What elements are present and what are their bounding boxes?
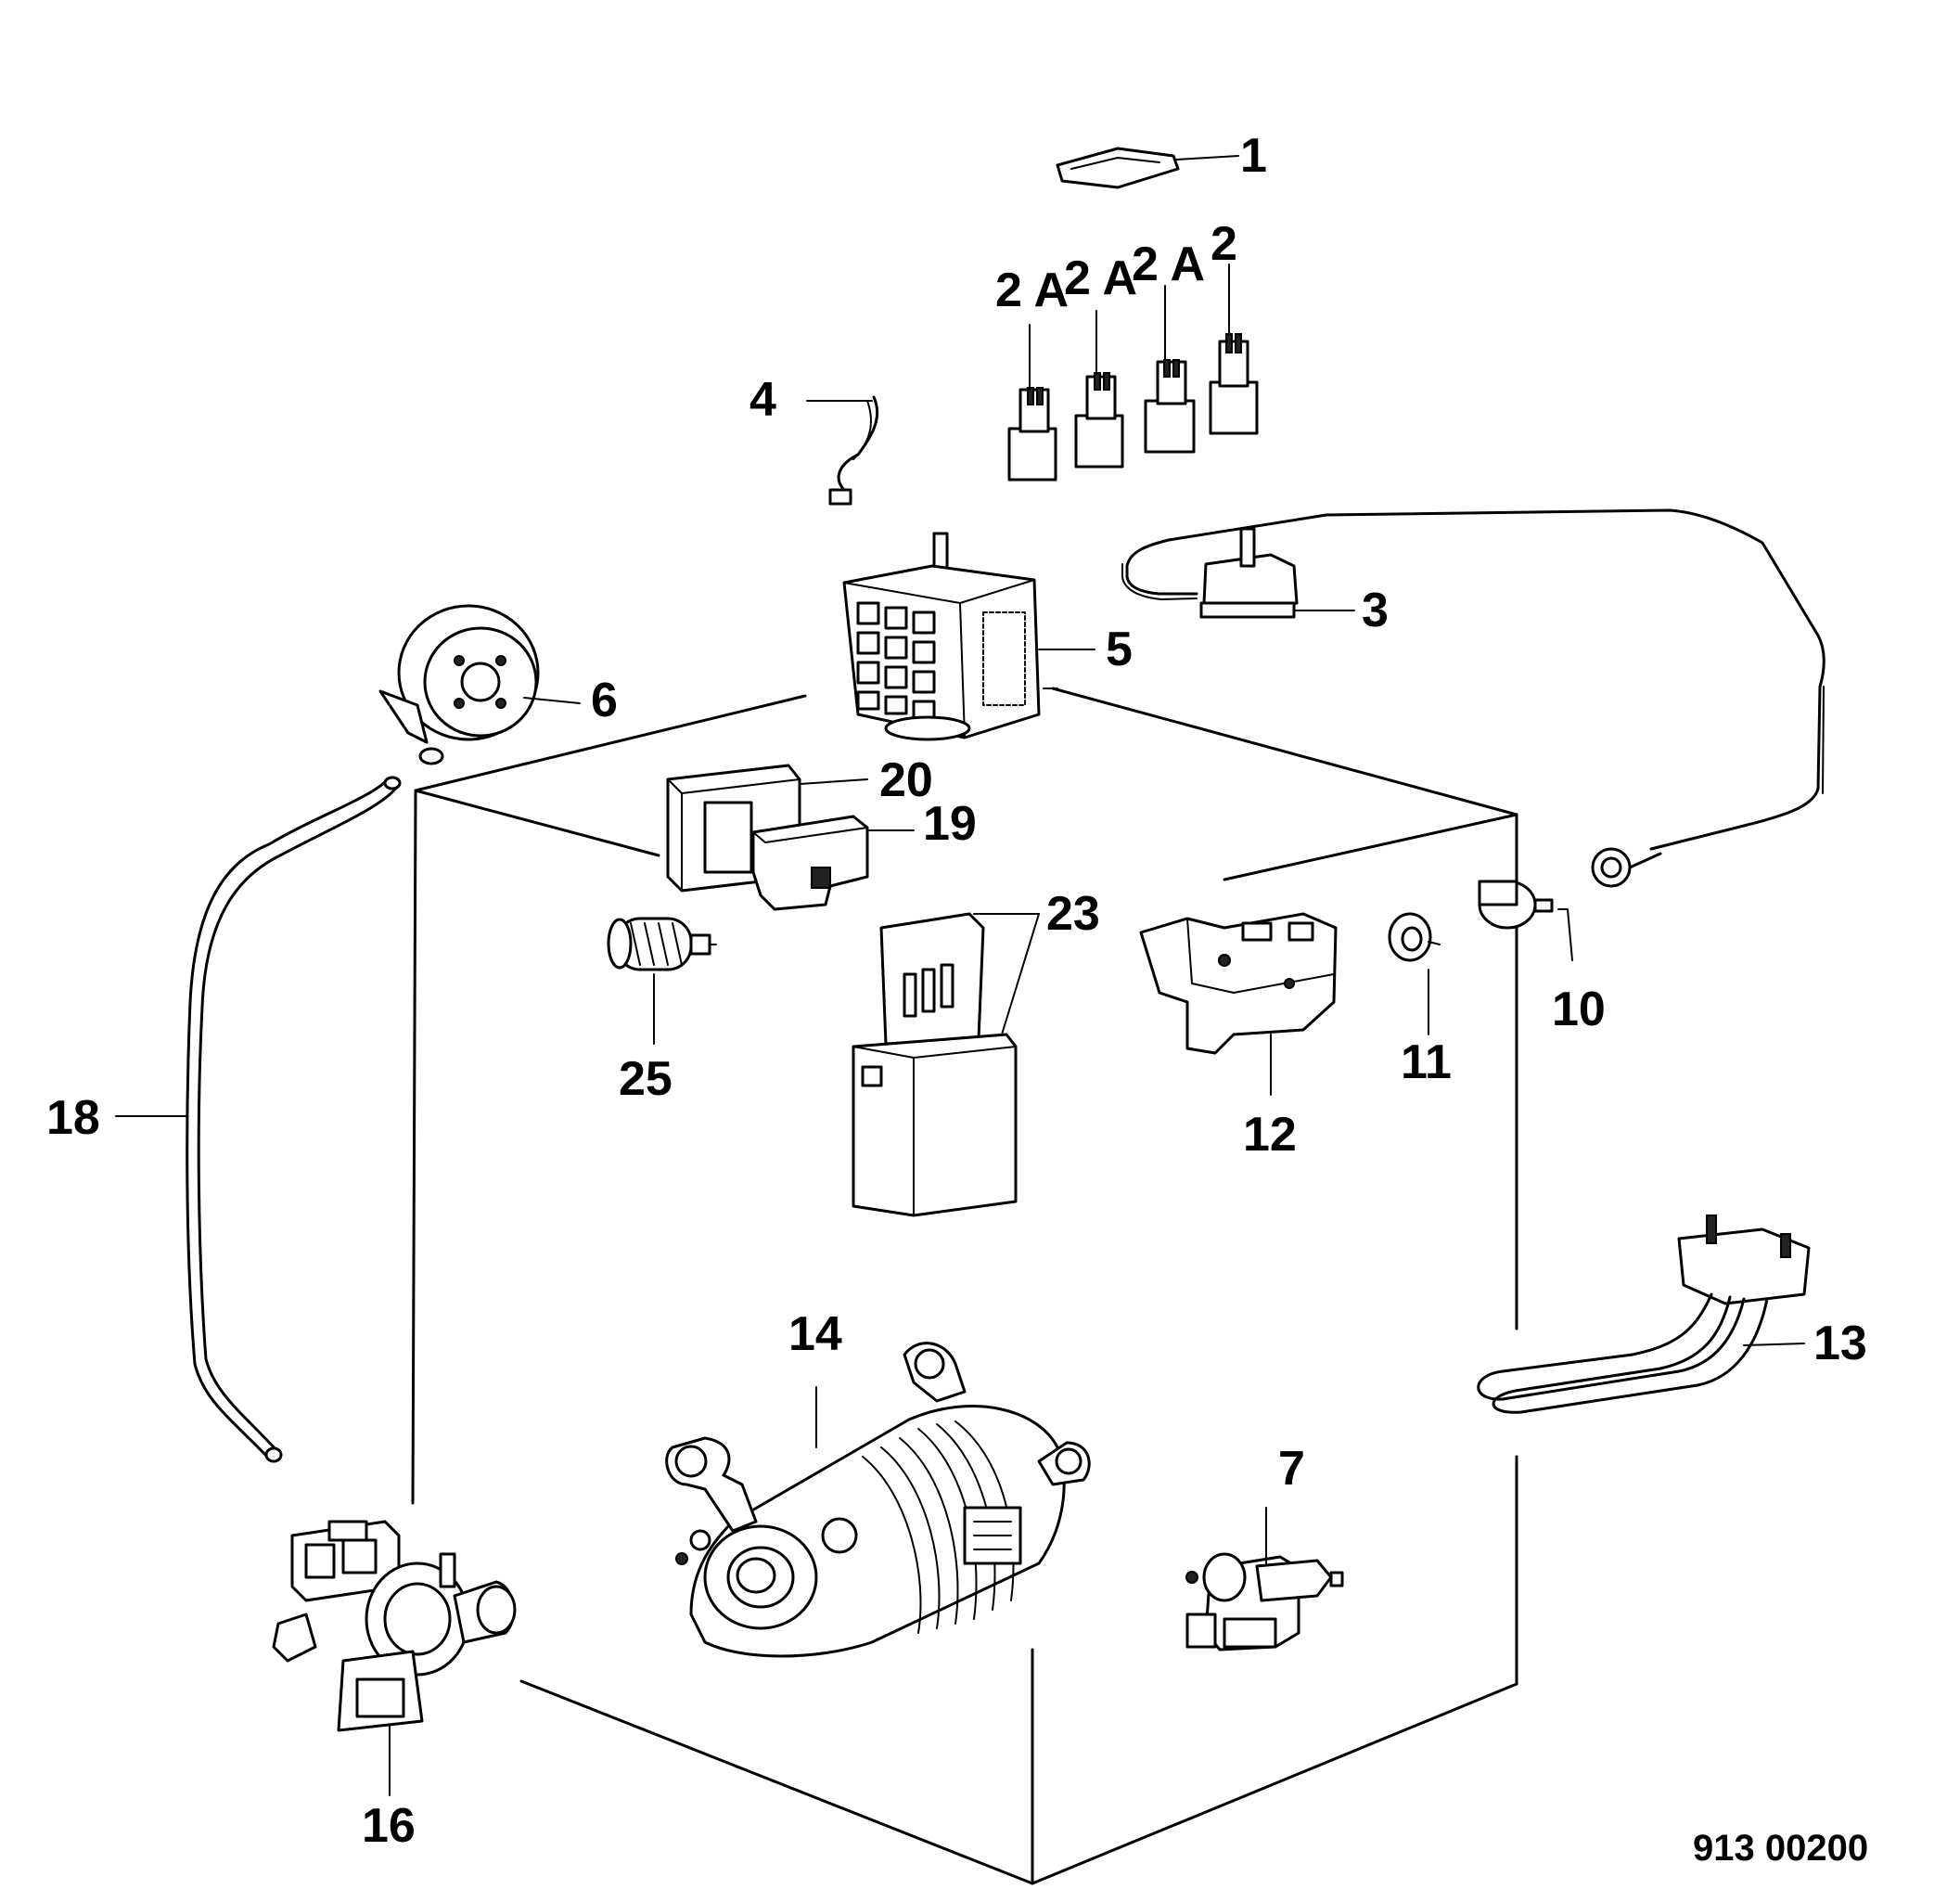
part-13-heating-element: [1477, 1214, 1811, 1414]
part-6-motor: [378, 604, 581, 765]
part-10-sensor: [1478, 880, 1573, 961]
part-4-wire-connector: [806, 395, 879, 506]
label-19: 19: [923, 797, 977, 851]
label-20: 20: [879, 753, 933, 807]
part-11-grommet: [1388, 912, 1441, 1035]
label-5: 5: [1106, 623, 1133, 676]
label-18: 18: [46, 1091, 100, 1145]
label-12: 12: [1243, 1108, 1297, 1162]
label-11: 11: [1401, 1035, 1452, 1089]
label-7: 7: [1278, 1442, 1305, 1496]
label-10: 10: [1552, 983, 1606, 1036]
label-25: 25: [619, 1052, 673, 1106]
part-3-thermostat: [1121, 508, 1825, 888]
part-23-filter-box: [852, 912, 1040, 1217]
part-2a-switch-2: [1074, 310, 1124, 469]
part-14-motor: [665, 1342, 1091, 1658]
label-3: 3: [1362, 584, 1389, 637]
part-1-cover-plate: [1056, 147, 1239, 189]
part-labels: 1 2 2 A 2 A 2 A 3 4 5 6 7 10 11 12 13 14…: [46, 129, 1868, 1869]
timer-contact-grid: [856, 601, 936, 720]
part-19-relay: [751, 815, 915, 911]
label-4: 4: [749, 373, 776, 427]
part-7-inlet-valve: [1185, 1507, 1344, 1651]
label-23: 23: [1046, 887, 1100, 941]
part-18-hose: [115, 776, 402, 1463]
thermostat-bulb: [1591, 847, 1662, 888]
label-6: 6: [591, 674, 618, 727]
label-14: 14: [788, 1307, 842, 1361]
part-2a-switch-3: [1144, 285, 1196, 454]
label-2a-2: 2 A: [1064, 251, 1137, 305]
label-13: 13: [1813, 1317, 1867, 1370]
part-12-door-lock: [1139, 912, 1338, 1096]
part-5-timer: [842, 532, 1095, 741]
label-2a-1: 2 A: [995, 263, 1069, 317]
part-16-drain-pump: [272, 1520, 517, 1796]
part-2a-switch-1: [1007, 324, 1057, 482]
drawing-code: 913 00200: [1693, 1828, 1868, 1869]
label-16: 16: [362, 1799, 416, 1853]
label-2: 2: [1211, 217, 1237, 271]
label-2a-3: 2 A: [1132, 238, 1205, 291]
part-25-capacitor: [607, 917, 717, 1045]
cabinet-outline: [411, 687, 1518, 1885]
part-2-switch: [1209, 263, 1259, 435]
label-1: 1: [1240, 129, 1267, 183]
